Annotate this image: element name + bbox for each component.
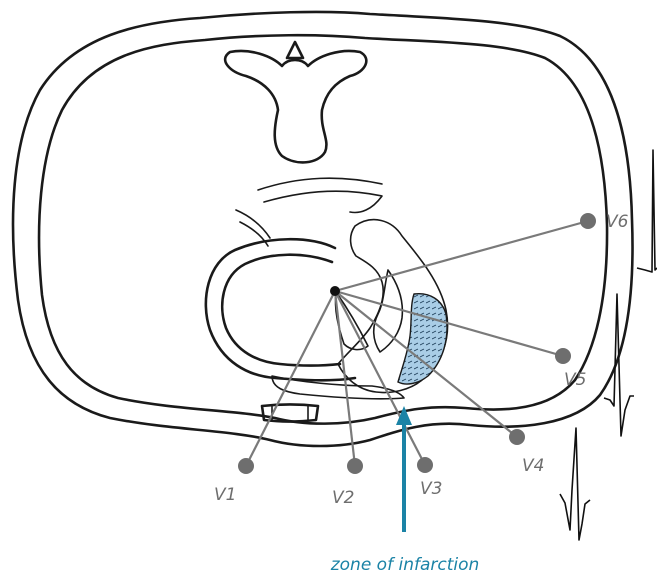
lead-line-v6 bbox=[335, 221, 588, 291]
electrode-v6 bbox=[580, 213, 596, 229]
electrode-v3 bbox=[417, 457, 433, 473]
electrode-v4 bbox=[509, 429, 525, 445]
vessel-curve-3 bbox=[236, 210, 270, 238]
electrode-v5 bbox=[555, 348, 571, 364]
heart-outline bbox=[206, 239, 355, 380]
ecg-trace-v4 bbox=[560, 428, 590, 540]
vertebral-foramen bbox=[287, 42, 303, 58]
vertebra bbox=[225, 51, 366, 162]
lead-line-v1 bbox=[246, 291, 335, 466]
vessel-curve-1 bbox=[258, 178, 382, 190]
electrode-v1 bbox=[238, 458, 254, 474]
heart-inner-outline bbox=[222, 255, 340, 366]
vessel-curve-2 bbox=[264, 191, 382, 212]
lead-label-v2: V2 bbox=[332, 488, 354, 508]
electrode-v2 bbox=[347, 458, 363, 474]
lead-label-v6: V6 bbox=[606, 212, 629, 232]
lead-label-v5: V5 bbox=[564, 370, 586, 390]
lead-label-v3: V3 bbox=[420, 479, 442, 499]
infarction-label: zone of infarction bbox=[330, 555, 480, 575]
ecg-trace-v6 bbox=[637, 150, 657, 272]
lead-label-v1: V1 bbox=[214, 485, 236, 505]
lead-label-v4: V4 bbox=[522, 456, 544, 476]
ecg-trace-v5 bbox=[604, 294, 634, 436]
infarct-zone bbox=[398, 294, 447, 384]
heart-vector-origin bbox=[330, 286, 340, 296]
lead-line-v5 bbox=[335, 291, 563, 356]
